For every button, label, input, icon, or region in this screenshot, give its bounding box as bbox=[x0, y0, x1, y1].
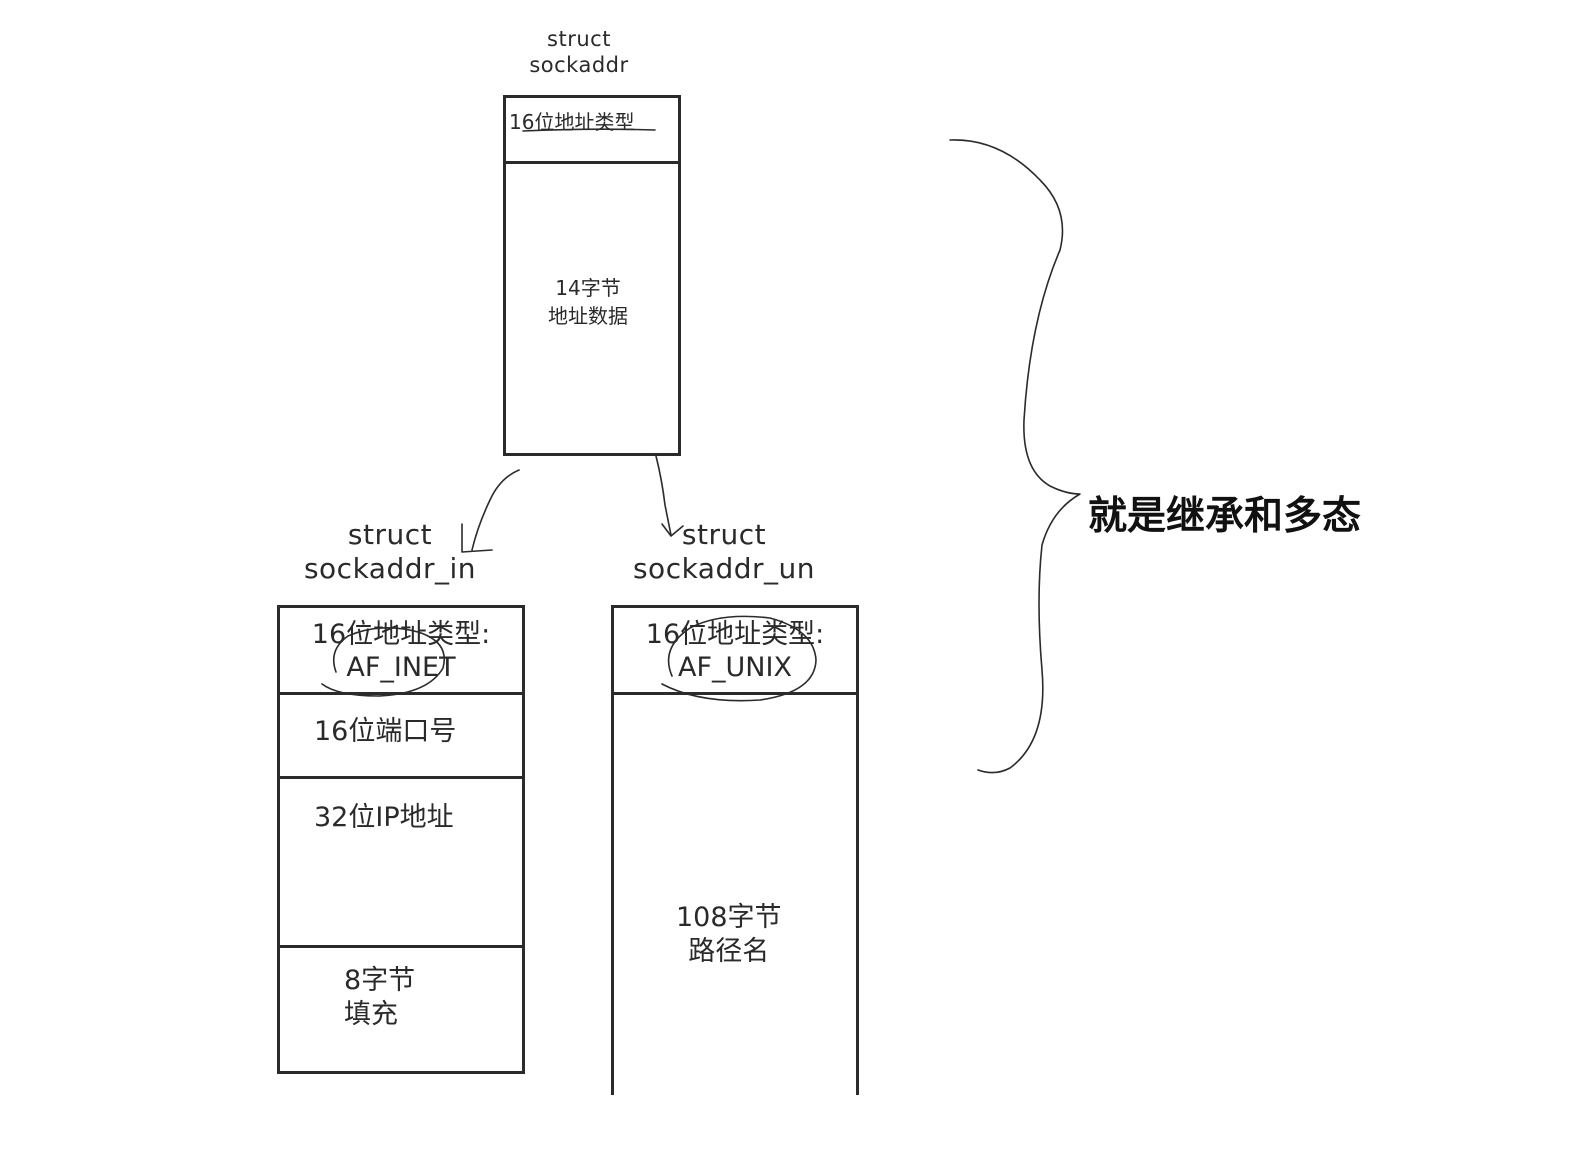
sockaddr-un-type-line1: 16位地址类型: bbox=[645, 619, 825, 650]
sockaddr-in-title-line2: sockaddr_in bbox=[303, 552, 477, 585]
sockaddr-un-type-line2: AF_UNIX bbox=[678, 652, 792, 683]
sockaddr-title-line2: sockaddr bbox=[529, 53, 629, 77]
sockaddr-un-path-label: 108字节 路径名 bbox=[676, 901, 782, 969]
sockaddr-in-ip-field: 32位IP地址 bbox=[280, 779, 522, 948]
sockaddr-in-title-line1: struct bbox=[347, 518, 433, 551]
sockaddr-in-title: struct sockaddr_in bbox=[270, 518, 510, 586]
sockaddr-data-label: 14字节 地址数据 bbox=[548, 274, 628, 330]
sockaddr-in-type-line2: AF_INET bbox=[346, 652, 456, 683]
af-inet-circle bbox=[321, 627, 445, 697]
sockaddr-in-port-label: 16位端口号 bbox=[314, 716, 457, 747]
sockaddr-un-path-line1: 108字节 bbox=[676, 902, 782, 933]
sockaddr-un-type-field: 16位地址类型: AF_UNIX bbox=[614, 608, 856, 695]
sockaddr-in-pad-field: 8字节 填充 bbox=[280, 948, 522, 1071]
arrow-to-sockaddr-in-head bbox=[461, 523, 493, 553]
sockaddr-type-underline bbox=[522, 128, 656, 132]
sockaddr-in-pad-label: 8字节 填充 bbox=[344, 964, 415, 1032]
arrow-to-sockaddr-in bbox=[471, 469, 520, 551]
sockaddr-title-line1: struct bbox=[547, 27, 611, 51]
af-unix-circle bbox=[661, 615, 817, 702]
sockaddr-in-type-label: 16位地址类型: AF_INET bbox=[286, 618, 516, 684]
sockaddr-in-pad-line2: 填充 bbox=[344, 999, 398, 1030]
sockaddr-un-title-line1: struct bbox=[681, 518, 767, 551]
arrow-to-sockaddr-un-head bbox=[661, 523, 684, 537]
sockaddr-in-ip-label: 32位IP地址 bbox=[314, 802, 454, 833]
sockaddr-data-field: 14字节 地址数据 bbox=[506, 164, 678, 453]
sockaddr-un-struct-box: 16位地址类型: AF_UNIX 108字节 路径名 bbox=[611, 605, 859, 1095]
sockaddr-in-struct-box: 16位地址类型: AF_INET 16位端口号 32位IP地址 8字节 填充 bbox=[277, 605, 525, 1074]
sockaddr-un-path-line2: 路径名 bbox=[688, 936, 770, 967]
curly-brace bbox=[949, 139, 1081, 774]
sockaddr-data-line2: 地址数据 bbox=[548, 304, 628, 328]
sockaddr-un-path-field: 108字节 路径名 bbox=[614, 695, 856, 1095]
sockaddr-un-type-label: 16位地址类型: AF_UNIX bbox=[620, 618, 850, 684]
sockaddr-title: struct sockaddr bbox=[505, 26, 653, 78]
sockaddr-un-title: struct sockaddr_un bbox=[604, 518, 844, 586]
sockaddr-data-line1: 14字节 bbox=[555, 276, 621, 300]
arrow-to-sockaddr-un bbox=[655, 455, 672, 536]
sockaddr-in-type-line1: 16位地址类型: bbox=[311, 619, 491, 650]
inheritance-polymorphism-note: 就是继承和多态 bbox=[1088, 494, 1362, 539]
sockaddr-in-pad-line1: 8字节 bbox=[344, 965, 416, 996]
sockaddr-un-title-line2: sockaddr_un bbox=[632, 552, 816, 585]
sockaddr-in-port-field: 16位端口号 bbox=[280, 695, 522, 779]
